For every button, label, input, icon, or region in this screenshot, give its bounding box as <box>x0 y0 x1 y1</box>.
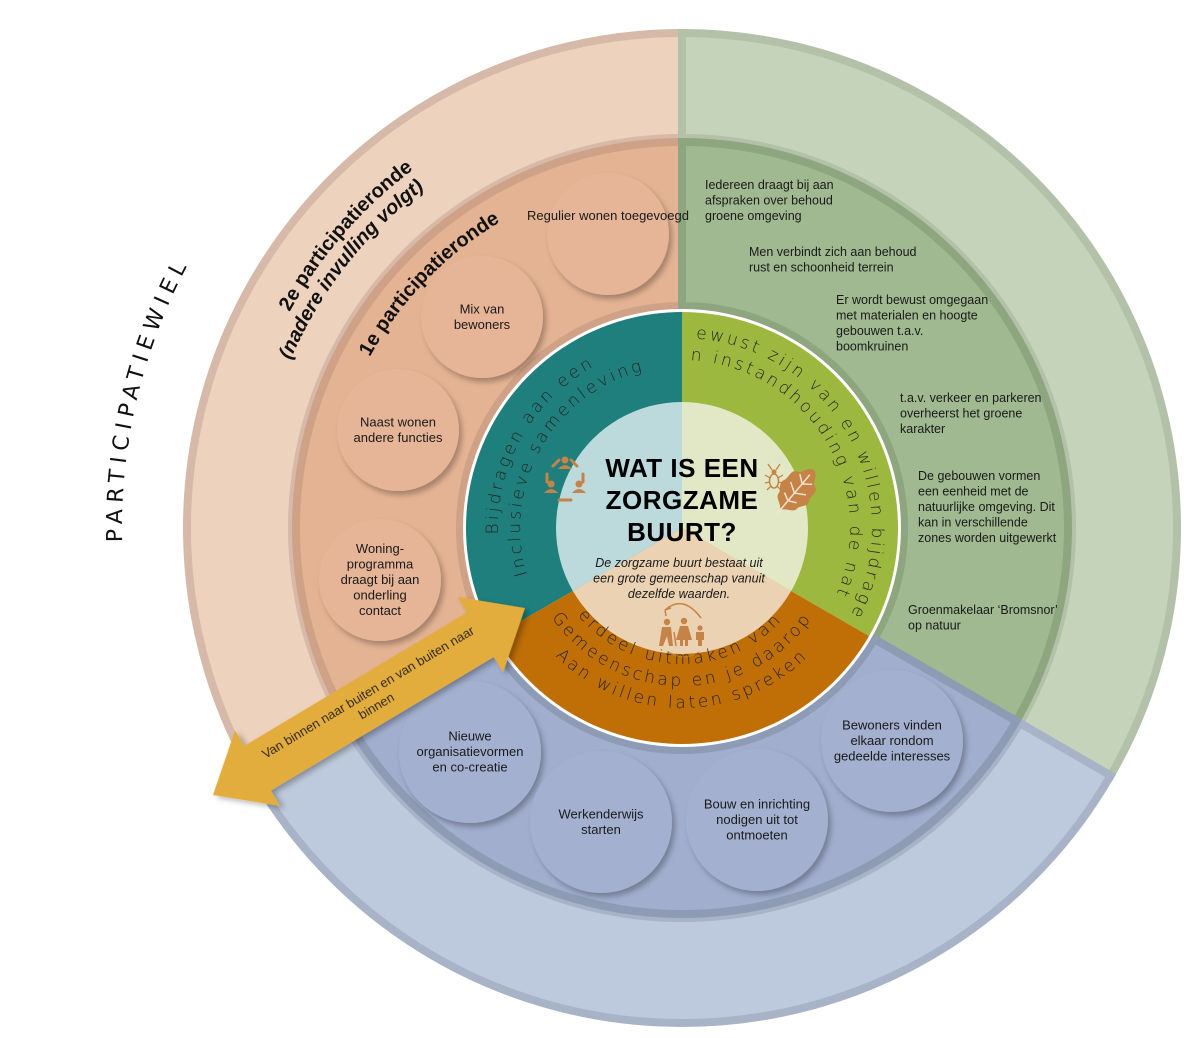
beetle-icon <box>764 463 784 491</box>
bubble-text-line: draagt bij aan <box>341 572 420 587</box>
center-title-line: BUURT? <box>627 517 737 547</box>
bubble-text-line: Woning- <box>356 541 404 556</box>
bubble-text-line: en co-creatie <box>432 760 507 775</box>
bubble-text-line: Werkenderwijs <box>558 806 644 821</box>
people-circle-icon <box>544 456 586 502</box>
bubble-text-line: Regulier wonen toegevoegd <box>527 208 689 223</box>
bubble-text-line: elkaar rondom <box>850 733 933 748</box>
center-segment-teal <box>556 402 682 591</box>
oak-leaf-icon <box>774 469 816 517</box>
bubble-text-line: ontmoeten <box>726 828 787 843</box>
green-item-text: karakter <box>900 422 945 436</box>
center-segment-orange <box>572 528 792 654</box>
bubble-text-line: andere functies <box>354 430 443 445</box>
green-item-text: groene omgeving <box>705 209 802 223</box>
green-sector-items: Iedereen draagt bij aan afspraken over be… <box>705 178 1058 633</box>
green-item-text: een eenheid met de <box>918 485 1029 499</box>
green-item-text: met materialen en hoogte <box>836 309 978 323</box>
green-item-text: Er wordt bewust omgegaan <box>836 293 988 307</box>
bubble-text-line: nodigen uit tot <box>716 812 798 827</box>
green-item-text: rust en schoonheid terrein <box>749 261 894 275</box>
bubble-bouw-inrichting-circle <box>686 749 828 891</box>
bubble-text-line: Mix van <box>460 301 505 316</box>
center-subtitle-line: dezelfde waarden. <box>628 587 730 601</box>
bubble-text-line: Nieuwe <box>448 729 491 744</box>
green-item-text: op natuur <box>908 619 961 633</box>
bubble-woningprogramma-circle <box>319 519 441 641</box>
bubble-text-line: Bouw en inrichting <box>704 797 810 812</box>
green-item-text: kan in verschillende <box>918 516 1028 530</box>
bubble-text-line: onderling <box>353 588 407 603</box>
green-item-text: zones worden uitgewerkt <box>918 531 1057 545</box>
bubble-nieuwe-organisatievormen-circle <box>399 681 541 823</box>
green-item-text: De gebouwen vormen <box>918 469 1040 483</box>
center-subtitle-line: De zorgzame buurt bestaat uit <box>595 556 763 570</box>
bubble-naast-wonen-circle <box>337 369 459 491</box>
green-item-text: gebouwen t.a.v. <box>836 324 923 338</box>
bubble-regulier-wonen-circle <box>547 173 669 295</box>
bubble-mix-bewoners-circle <box>421 256 543 378</box>
green-item-text: Groenmakelaar ‘Bromsnor’ <box>908 603 1058 617</box>
bubble-text-line: starten <box>581 822 621 837</box>
bubble-werkenderwijs-circle <box>530 751 672 893</box>
family-cycle-icon <box>659 602 704 658</box>
bubble-text-line: organisatievormen <box>417 744 524 759</box>
center-segment-green <box>682 402 808 591</box>
double-arrow-icon <box>213 596 526 807</box>
center-icons <box>544 456 816 658</box>
bubble-bewoners-vinden-circle <box>821 670 963 812</box>
bubble-regulier-wonen: Regulier wonen toegevoegd <box>527 173 689 295</box>
bubble-text-line: bewoners <box>454 317 511 332</box>
bubble-text-line: gedeelde interesses <box>834 749 951 764</box>
green-item-text: t.a.v. verkeer en parkeren <box>900 391 1042 405</box>
wheel-title: PARTICIPATIEWIEL <box>103 252 195 542</box>
bubble-text-line: Bewoners vinden <box>842 718 942 733</box>
green-item-text: afspraken over behoud <box>705 194 833 208</box>
middle-ring-green-segment <box>678 137 1072 727</box>
bubble-text-line: contact <box>359 603 401 618</box>
bubble-text-line: Naast wonen <box>360 414 436 429</box>
center-subtitle-line: een grote gemeenschap vanuit <box>593 572 765 586</box>
green-item-text: overheerst het groene <box>900 407 1022 421</box>
center-title-line: WAT IS EEN <box>605 453 758 483</box>
green-item-text: Men verbindt zich aan behoud <box>749 245 917 259</box>
green-item-text: boomkruinen <box>836 340 908 354</box>
green-item-text: Iedereen draagt bij aan <box>705 178 834 192</box>
center-title-line: ZORGZAME <box>606 485 759 515</box>
bubble-text-line: programma <box>347 557 414 572</box>
green-item-text: natuurlijke omgeving. Dit <box>918 500 1055 514</box>
